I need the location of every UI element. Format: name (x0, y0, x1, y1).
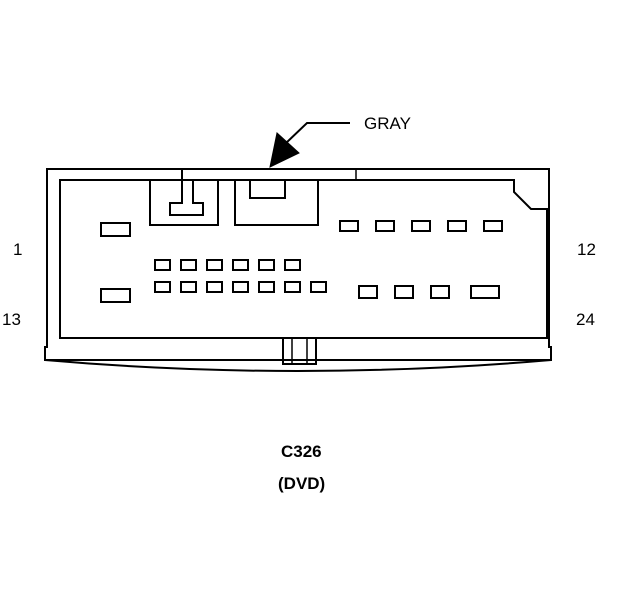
pin-cavity (447, 220, 467, 232)
pin-cavity (284, 259, 301, 271)
pin-cavity (206, 281, 223, 293)
connector-description: (DVD) (278, 474, 326, 493)
pin-cavity (470, 285, 500, 299)
pin-cavity (232, 259, 249, 271)
pin-cavity (180, 259, 197, 271)
pin-cavity (258, 281, 275, 293)
side-cavity-lower (100, 288, 131, 303)
side-cavity-upper (100, 222, 131, 237)
pin-cavity (180, 281, 197, 293)
pin-cavity (358, 285, 378, 299)
pin-cavity (339, 220, 359, 232)
callout-color-label: GRAY (364, 114, 411, 133)
connector-inner-face (59, 179, 548, 339)
pin-number-label-12: 12 (577, 240, 596, 259)
left-key-tab (169, 169, 204, 216)
pin-number-label-1: 1 (13, 240, 23, 259)
pin-cavity (394, 285, 414, 299)
pin-number-label-24: 24 (576, 310, 595, 329)
pin-cavity (284, 281, 301, 293)
pin-cavity (430, 285, 450, 299)
callout-leader-line (284, 122, 350, 145)
pin-number-label-13: 13 (2, 310, 21, 329)
connector-id: C326 (281, 442, 322, 461)
pin-cavity (232, 281, 249, 293)
pin-cavity (310, 281, 327, 293)
callout-arrow-icon (269, 132, 300, 168)
pin-cavity (483, 220, 503, 232)
right-key-tab (249, 180, 286, 199)
pin-cavity (258, 259, 275, 271)
pin-cavity (411, 220, 431, 232)
connector-housing-outline (44, 168, 552, 361)
left-key-pocket (149, 180, 219, 226)
pin-cavity (206, 259, 223, 271)
pin-cavity (154, 259, 171, 271)
connector-bottom-skirt (44, 359, 552, 372)
pin-cavity (375, 220, 395, 232)
right-key-pocket (234, 180, 319, 226)
bottom-latch (282, 338, 317, 365)
pin-cavity (154, 281, 171, 293)
